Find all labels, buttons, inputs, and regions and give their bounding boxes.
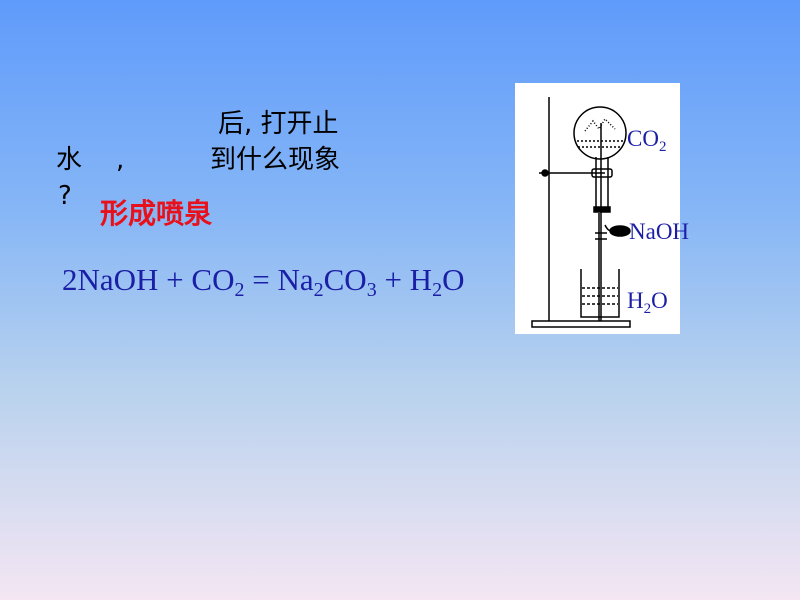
apparatus-drawing xyxy=(531,97,631,328)
question-line-2-end: 到什么现象 xyxy=(210,145,341,175)
question-line-2-start: 水 xyxy=(56,145,83,175)
naoh-label: NaOH xyxy=(629,219,690,244)
question-mark: ? xyxy=(58,181,72,211)
answer-text: 形成喷泉 xyxy=(100,197,213,230)
question-line-1: 后, 打开止 xyxy=(218,109,339,139)
chemical-equation: 2NaOH + CO2 = Na2CO3 + H2O xyxy=(62,262,465,301)
fountain-experiment-diagram: CO2 NaOH H2O xyxy=(515,83,689,334)
question-line-2-comma: , xyxy=(116,145,125,175)
h2o-label: H2O xyxy=(627,288,668,317)
co2-label: CO2 xyxy=(627,126,667,155)
